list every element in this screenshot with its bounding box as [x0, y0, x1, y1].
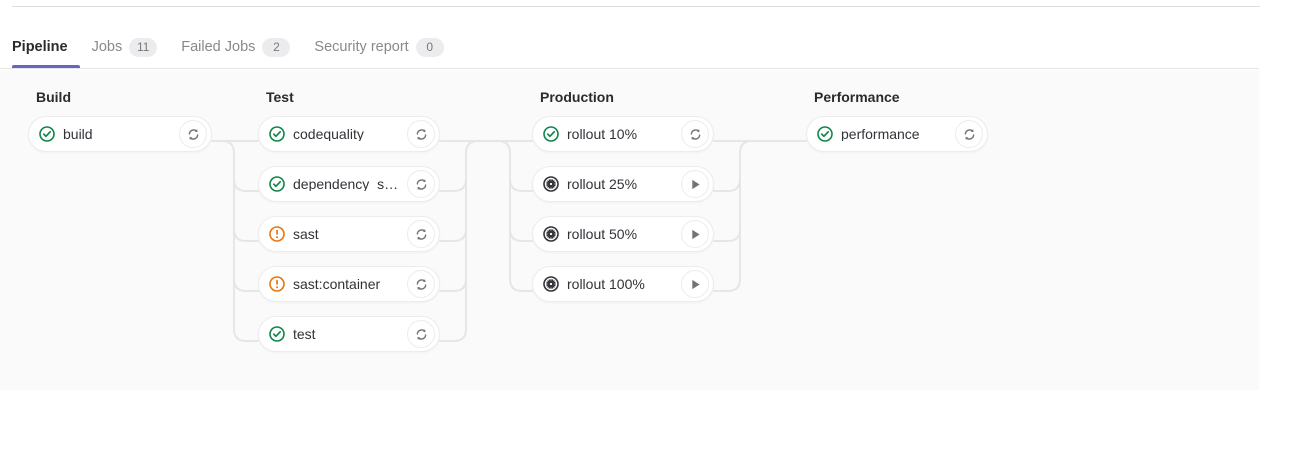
job-name: rollout 10%	[567, 127, 638, 141]
retry-icon	[964, 128, 974, 140]
status-success-icon	[269, 126, 285, 142]
tab-list: Pipeline Jobs 11 Failed Jobs 2 Security repor…	[0, 24, 1259, 68]
job-card[interactable]: sast	[258, 216, 440, 252]
job-name: test	[293, 327, 316, 341]
connector-path	[497, 140, 533, 292]
job-name: rollout 50%	[567, 227, 638, 241]
job-name: performance	[841, 127, 920, 141]
status-success-icon	[543, 126, 559, 142]
job-card[interactable]: rollout 50%	[532, 216, 714, 252]
stage-title: Production	[540, 89, 614, 105]
retry-icon	[188, 128, 198, 140]
panel-top-divider	[12, 6, 1260, 7]
play-icon	[691, 179, 700, 189]
job-card[interactable]: sast:container	[258, 266, 440, 302]
tab-label: Failed Jobs	[181, 38, 256, 55]
tab-label: Jobs	[91, 38, 123, 55]
job-card[interactable]: codequality	[258, 116, 440, 152]
stage-column-test: Test codequality dependency_s…sast sast:con…	[258, 70, 440, 352]
status-success-icon	[269, 176, 285, 192]
retry-job-button[interactable]	[681, 120, 709, 148]
job-name: rollout 100%	[567, 277, 645, 291]
status-success-icon	[269, 326, 285, 342]
stage-column-build: Build build	[28, 70, 212, 152]
job-list: rollout 10% rollout 25% rollout 50% rollout…	[532, 116, 714, 302]
connector-path	[713, 228, 741, 242]
connector-path	[233, 278, 259, 292]
retry-job-button[interactable]	[407, 170, 435, 198]
status-warning-icon	[269, 276, 285, 292]
retry-icon	[416, 228, 426, 240]
stage-title: Performance	[814, 89, 900, 105]
tab-security-report[interactable]: Security report 0	[302, 24, 455, 68]
retry-icon	[416, 328, 426, 340]
job-name: sast	[293, 227, 319, 241]
tab-failed-jobs[interactable]: Failed Jobs 2	[169, 24, 302, 68]
job-card[interactable]: build	[28, 116, 212, 152]
status-warning-icon	[269, 226, 285, 242]
pipeline-graph-panel: Build build Test codequality dependency_s…sa…	[0, 70, 1259, 390]
play-job-button[interactable]	[681, 170, 709, 198]
retry-job-button[interactable]	[407, 320, 435, 348]
stage-title: Build	[36, 89, 71, 105]
tab-jobs[interactable]: Jobs 11	[80, 24, 170, 68]
connector-path	[439, 140, 493, 342]
play-icon	[691, 229, 700, 239]
connector-path	[233, 228, 259, 242]
job-card[interactable]: performance	[806, 116, 988, 152]
connector-path	[713, 178, 741, 192]
pipeline-graph: Build build Test codequality dependency_s…sa…	[0, 70, 1259, 390]
retry-job-button[interactable]	[179, 120, 207, 148]
job-card[interactable]: rollout 100%	[532, 266, 714, 302]
status-manual-icon	[543, 226, 559, 242]
connector-path	[439, 178, 467, 192]
tab-bar: Pipeline Jobs 11 Failed Jobs 2 Security repor…	[0, 24, 1259, 69]
connector-path	[233, 178, 259, 192]
job-name: rollout 25%	[567, 177, 638, 191]
job-list: build	[28, 116, 212, 152]
retry-job-button[interactable]	[407, 220, 435, 248]
play-icon	[691, 279, 700, 289]
job-list: performance	[806, 116, 988, 152]
job-name: sast:container	[293, 277, 381, 291]
play-job-button[interactable]	[681, 220, 709, 248]
retry-job-button[interactable]	[407, 270, 435, 298]
connector-path	[509, 178, 533, 192]
tab-count-badge: 0	[415, 37, 444, 57]
play-job-button[interactable]	[681, 270, 709, 298]
job-name: codequality	[293, 127, 364, 141]
connector-path	[221, 140, 259, 342]
job-card[interactable]: test	[258, 316, 440, 352]
job-card[interactable]: rollout 10%	[532, 116, 714, 152]
retry-icon	[416, 128, 426, 140]
connector-path	[439, 278, 467, 292]
connector-path	[713, 140, 807, 292]
job-card[interactable]: rollout 25%	[532, 166, 714, 202]
active-tab-indicator	[12, 65, 80, 68]
retry-job-button[interactable]	[955, 120, 983, 148]
job-name: build	[63, 127, 93, 141]
retry-icon	[416, 178, 426, 190]
status-manual-icon	[543, 176, 559, 192]
status-manual-icon	[543, 276, 559, 292]
tab-pipeline[interactable]: Pipeline	[12, 24, 80, 68]
stage-title: Test	[266, 89, 294, 105]
tab-label: Pipeline	[12, 38, 68, 55]
retry-icon	[690, 128, 700, 140]
tab-count-badge: 2	[262, 37, 291, 57]
status-success-icon	[39, 126, 55, 142]
tab-count-badge: 11	[129, 37, 158, 57]
status-success-icon	[817, 126, 833, 142]
connector-path	[509, 228, 533, 242]
retry-job-button[interactable]	[407, 120, 435, 148]
tab-label: Security report	[314, 38, 409, 55]
job-list: codequality dependency_s…sast sast:contain…	[258, 116, 440, 352]
retry-icon	[416, 278, 426, 290]
connector-path	[439, 228, 467, 242]
job-card[interactable]: dependency_s…	[258, 166, 440, 202]
stage-column-performance: Performance performance	[806, 70, 988, 152]
job-name: dependency_s…	[293, 177, 399, 191]
